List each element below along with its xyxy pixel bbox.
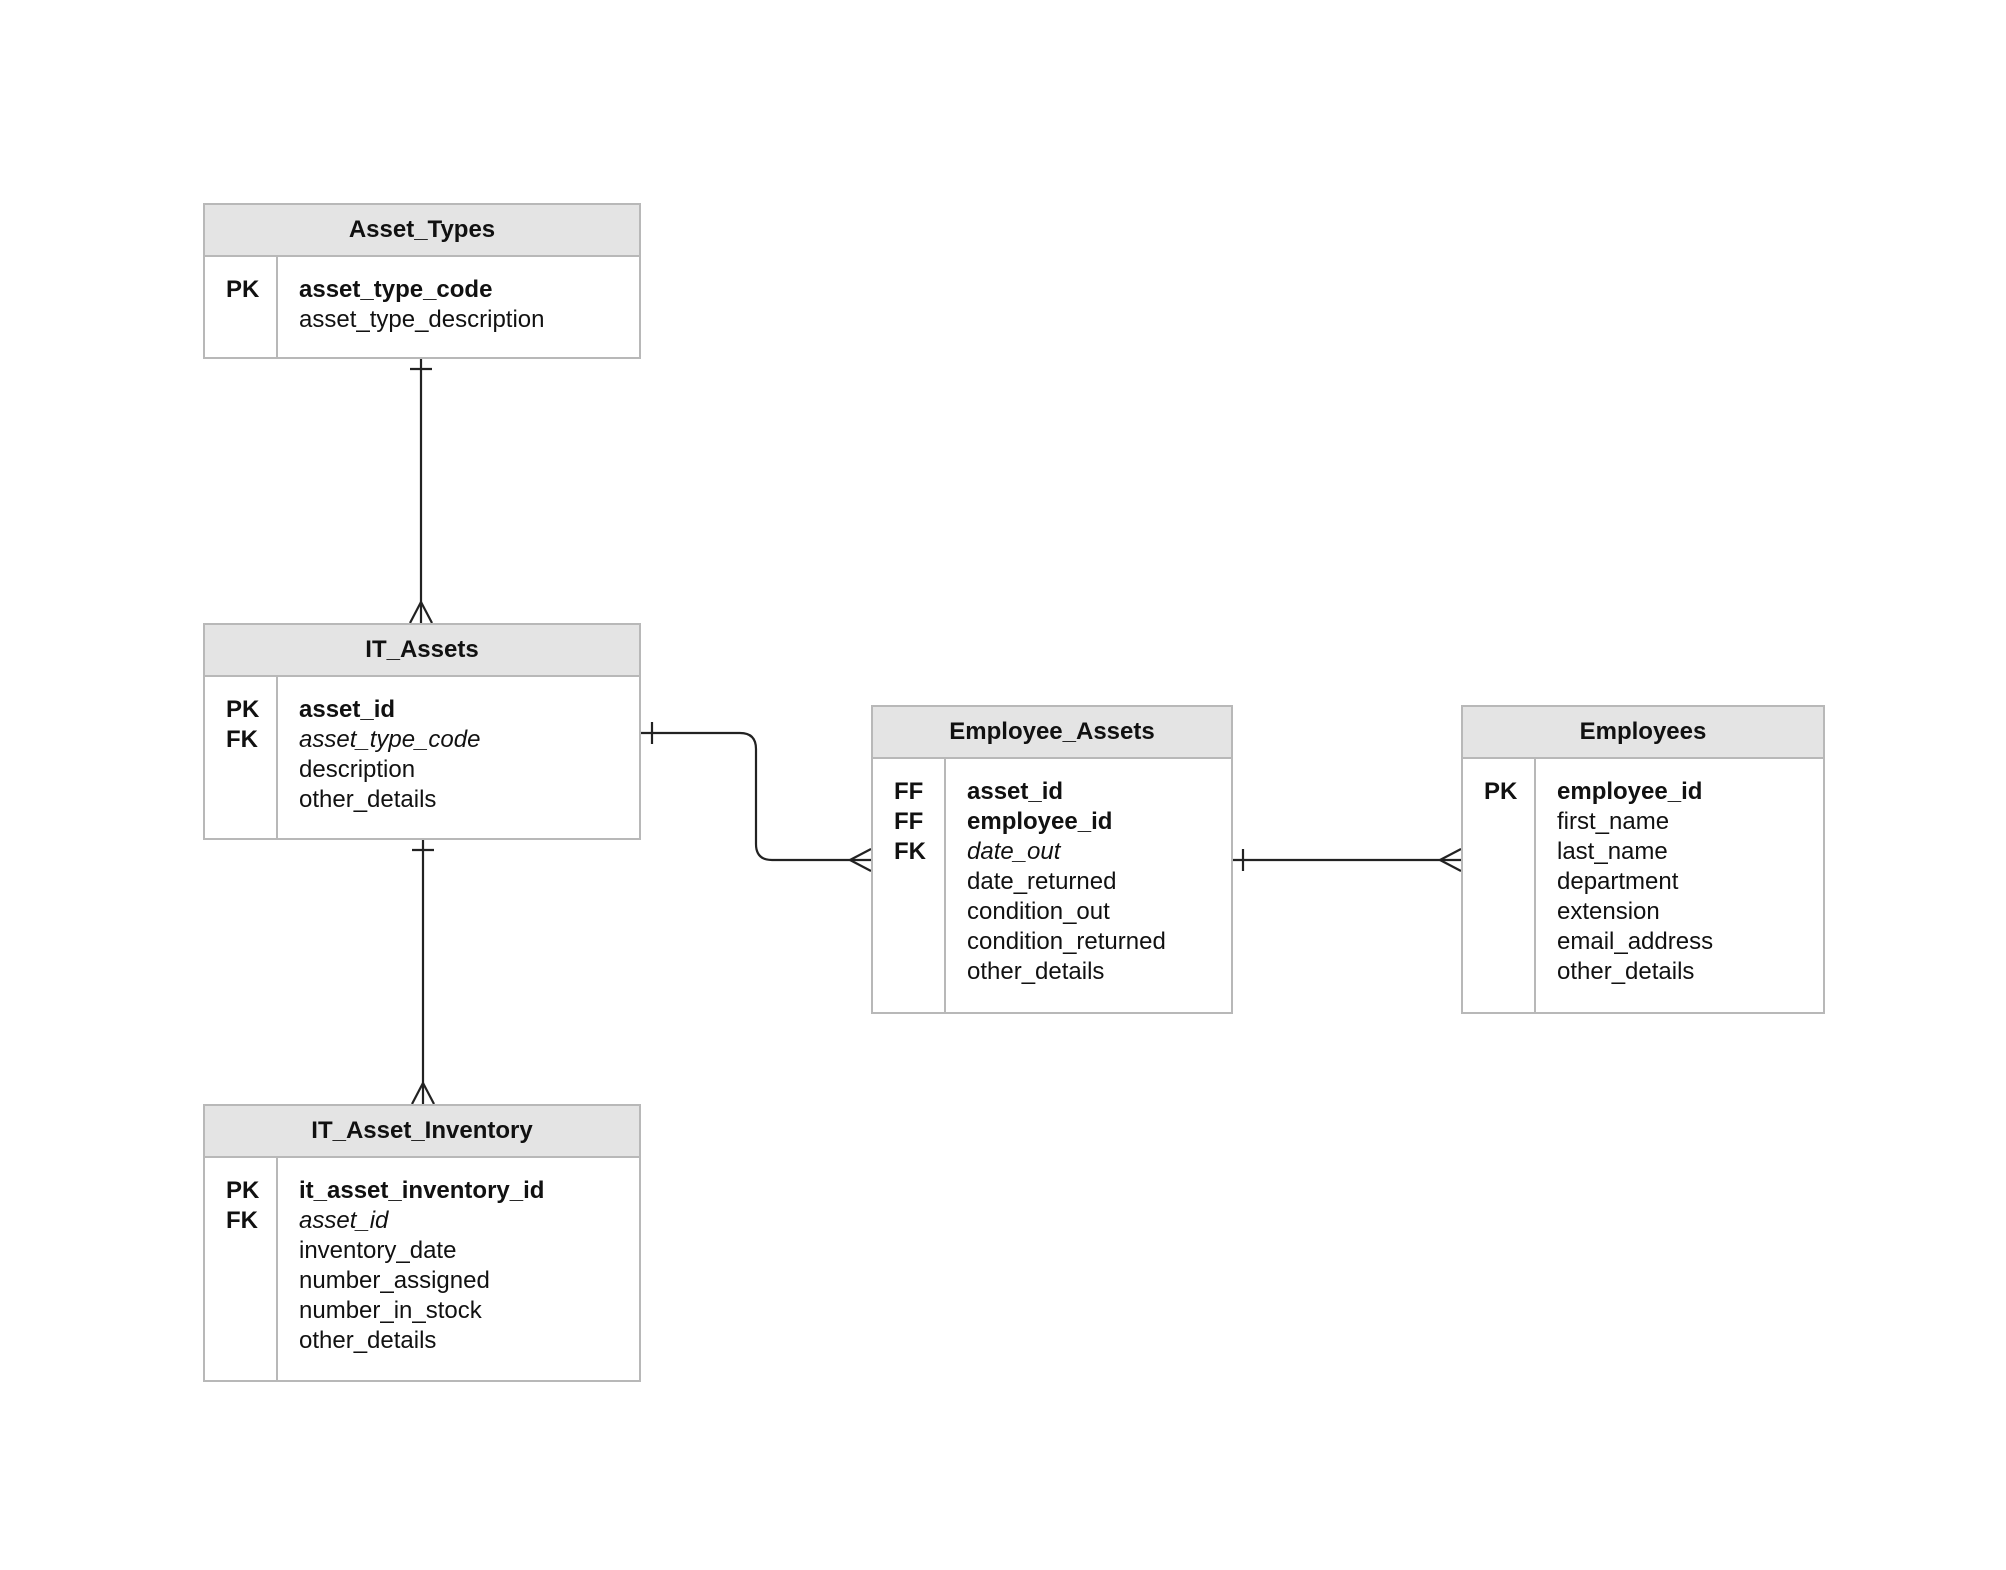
crowfoot-right <box>422 1082 435 1105</box>
field-email-address: email_address <box>1557 928 1714 955</box>
entity-employees[interactable]: Employees PK employee_id first_name last… <box>1461 705 1825 1014</box>
key-label <box>894 927 944 957</box>
field-last-name: last_name <box>1557 838 1668 865</box>
key-label: FF <box>894 808 924 835</box>
field-department: department <box>1557 868 1679 895</box>
relationship-it-assets-inventory <box>411 840 435 1105</box>
field-employee-id: employee_id <box>1557 778 1703 805</box>
field-asset-id: asset_id <box>299 696 396 723</box>
key-label <box>894 867 944 897</box>
relationship-employees-employee-assets <box>1233 848 1462 872</box>
crowfoot-right <box>420 601 433 624</box>
field-extension: extension <box>1557 898 1660 925</box>
field-asset-id: asset_id <box>967 778 1064 805</box>
field-other-details: other_details <box>967 958 1105 985</box>
key-label <box>1484 807 1534 837</box>
entity-title: IT_Asset_Inventory <box>205 1106 639 1158</box>
key-label: FK <box>226 1207 258 1234</box>
relationship-it-assets-employee-assets <box>641 722 872 872</box>
key-label <box>1484 867 1534 897</box>
key-label: PK <box>226 276 260 303</box>
crowfoot-top <box>849 848 872 861</box>
crowfoot-bottom <box>849 859 872 872</box>
key-column: PK FK <box>205 1158 278 1380</box>
field-asset-type-description: asset_type_description <box>299 306 545 333</box>
entity-title: IT_Assets <box>205 625 639 677</box>
key-label <box>226 785 276 815</box>
field-condition-returned: condition_returned <box>967 928 1166 955</box>
field-condition-out: condition_out <box>967 898 1110 925</box>
entity-it-asset-inventory[interactable]: IT_Asset_Inventory PK FK it_asset_invent… <box>203 1104 641 1382</box>
key-column: PK <box>1463 759 1536 1012</box>
crowfoot-top <box>1439 848 1462 861</box>
key-label <box>1484 927 1534 957</box>
key-label <box>894 897 944 927</box>
entity-title: Employee_Assets <box>873 707 1231 759</box>
key-label <box>894 957 944 987</box>
relationship-asset-types-it-assets <box>409 359 433 624</box>
entity-employee-assets[interactable]: Employee_Assets FF FF FK asset_id employ… <box>871 705 1233 1014</box>
field-column: employee_id first_name last_name departm… <box>1536 759 1713 1012</box>
key-label <box>1484 837 1534 867</box>
field-column: asset_id asset_type_code description oth… <box>278 677 480 838</box>
entity-title: Asset_Types <box>205 205 639 257</box>
key-label <box>226 755 276 785</box>
field-description: description <box>299 756 416 783</box>
field-other-details: other_details <box>1557 958 1695 985</box>
field-employee-id: employee_id <box>967 808 1113 835</box>
field-other-details: other_details <box>299 1327 437 1354</box>
field-first-name: first_name <box>1557 808 1670 835</box>
key-column: PK <box>205 257 278 357</box>
entity-it-assets[interactable]: IT_Assets PK FK asset_id asset_type_code… <box>203 623 641 840</box>
field-it-asset-inventory-id: it_asset_inventory_id <box>299 1177 545 1204</box>
key-label: PK <box>226 1177 260 1204</box>
key-label <box>226 1266 276 1296</box>
key-column: PK FK <box>205 677 278 838</box>
field-column: asset_id employee_id date_out date_retur… <box>946 759 1166 1012</box>
key-column: FF FF FK <box>873 759 946 1012</box>
key-label: PK <box>226 696 260 723</box>
field-other-details: other_details <box>299 786 437 813</box>
field-asset-type-code: asset_type_code <box>299 276 493 303</box>
key-label: PK <box>1484 778 1518 805</box>
key-label <box>1484 897 1534 927</box>
key-label: FK <box>226 726 258 753</box>
key-label: FK <box>894 838 926 865</box>
field-date-returned: date_returned <box>967 868 1117 895</box>
key-label <box>1484 957 1534 987</box>
field-number-assigned: number_assigned <box>299 1267 490 1294</box>
field-date-out: date_out <box>967 838 1061 865</box>
key-label <box>226 1326 276 1356</box>
key-label <box>226 305 276 335</box>
field-asset-type-code: asset_type_code <box>299 726 481 753</box>
field-number-in-stock: number_in_stock <box>299 1297 482 1324</box>
field-asset-id: asset_id <box>299 1207 389 1234</box>
crowfoot-bottom <box>1439 859 1462 872</box>
entity-asset-types[interactable]: Asset_Types PK asset_type_code asset_typ… <box>203 203 641 359</box>
field-column: asset_type_code asset_type_description <box>278 257 544 357</box>
crowfoot-left <box>409 601 422 624</box>
crowfoot-left <box>411 1082 424 1105</box>
key-label <box>226 1296 276 1326</box>
key-label: FF <box>894 778 924 805</box>
key-label <box>226 1236 276 1266</box>
field-inventory-date: inventory_date <box>299 1237 457 1264</box>
field-column: it_asset_inventory_id asset_id inventory… <box>278 1158 544 1380</box>
entity-title: Employees <box>1463 707 1823 759</box>
